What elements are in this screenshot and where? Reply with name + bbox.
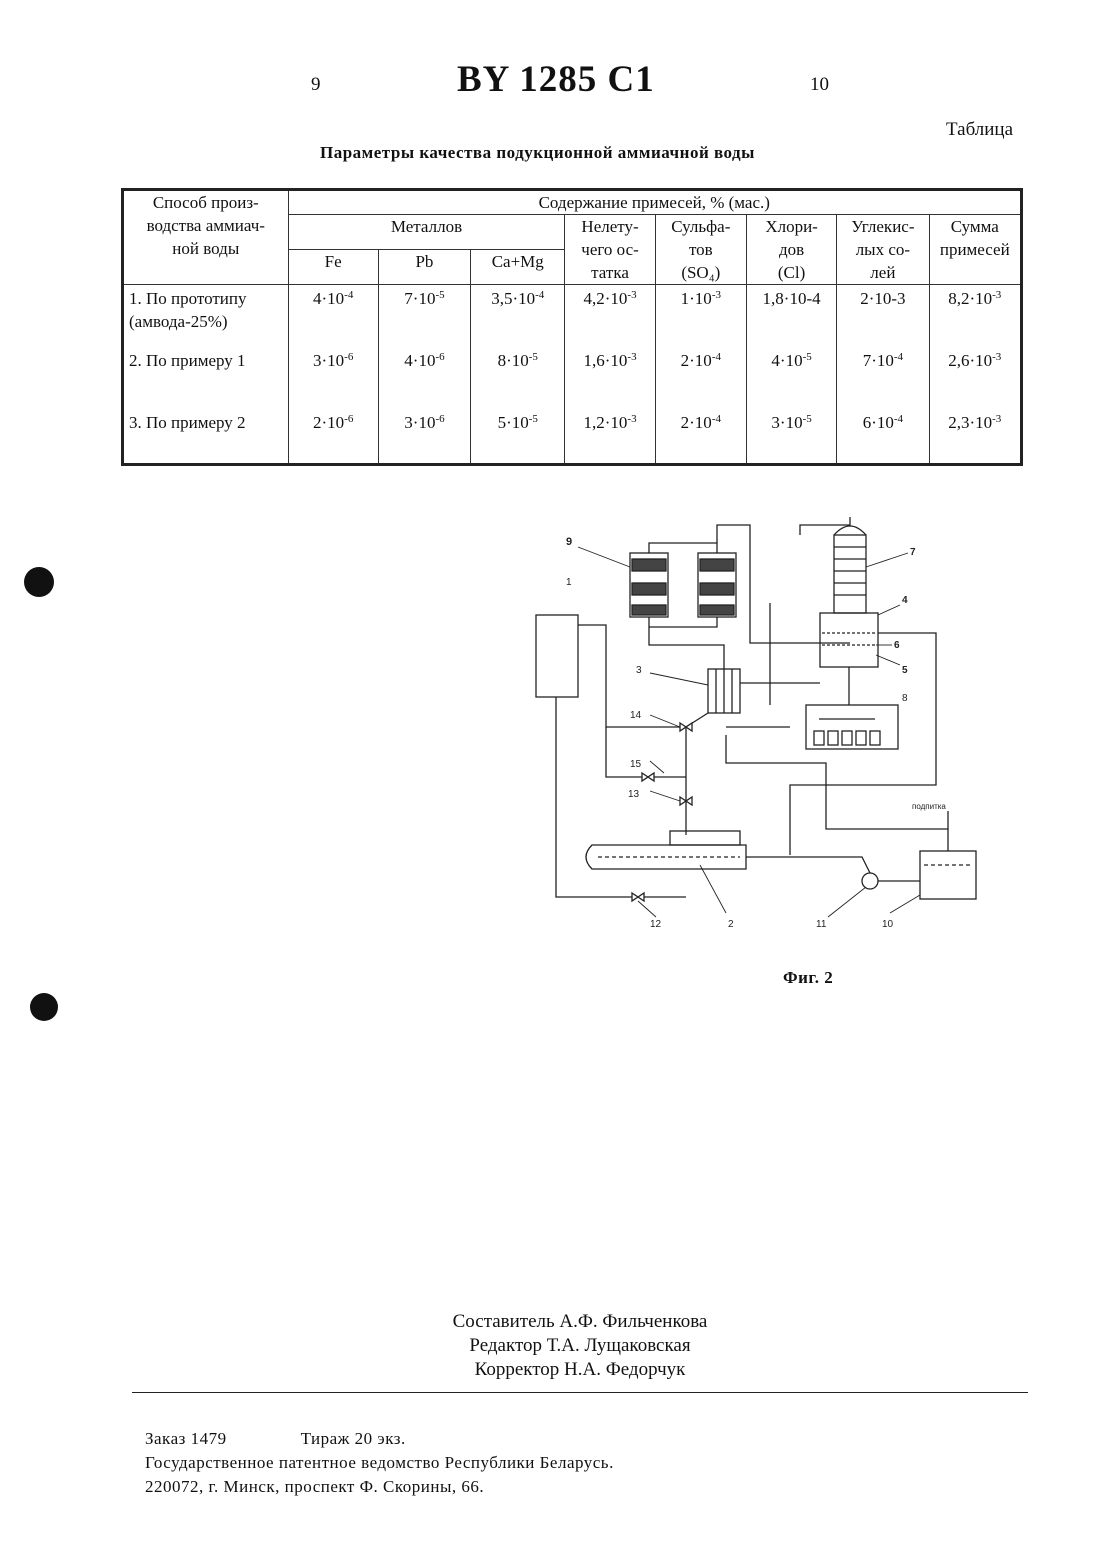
label-5: 5 <box>902 665 908 676</box>
header-chlorides: Хлори-дов(Cl) <box>746 215 836 285</box>
table-row: 1. По прототипу(амвода-25%)4·10-47·10-53… <box>123 285 1022 348</box>
pump <box>862 873 878 889</box>
figure-caption: Фиг. 2 <box>783 968 833 988</box>
valve <box>632 723 692 901</box>
page-number-right: 10 <box>810 74 829 96</box>
cell-carb: 2·10-3 <box>837 285 929 348</box>
rectification-column <box>820 526 878 667</box>
imprint: Заказ 1479 Тираж 20 экз. Государственное … <box>145 1427 614 1499</box>
label-4: 4 <box>902 595 908 606</box>
label-1: 1 <box>566 577 572 588</box>
row-method: 2. По примеру 1 <box>123 347 289 409</box>
adsorber-unit <box>630 543 736 627</box>
label-11: 11 <box>816 919 827 930</box>
label-makeup: подпитка <box>912 802 946 811</box>
evaporator <box>586 831 746 869</box>
table-row: 3. По примеру 22·10-63·10-65·10-51,2·10-… <box>123 409 1022 465</box>
punch-hole <box>24 567 54 597</box>
cell-pb: 4·10-6 <box>378 347 470 409</box>
header-content: Содержание примесей, % (мас.) <box>288 190 1021 215</box>
header-fe: Fe <box>288 250 378 285</box>
impurity-table: Способ произ-водства аммиач-ной воды Сод… <box>121 188 1023 466</box>
cell-camg: 3,5·10-4 <box>471 285 565 348</box>
label-2: 2 <box>728 919 734 930</box>
cell-pb: 7·10-5 <box>378 285 470 348</box>
cell-chlor: 3·10-5 <box>746 409 836 465</box>
cell-nonvol: 1,6·10-3 <box>565 347 655 409</box>
label-7: 7 <box>910 547 916 558</box>
cell-sum: 8,2·10-3 <box>929 285 1021 348</box>
cell-fe: 2·10-6 <box>288 409 378 465</box>
label-8: 8 <box>902 693 908 704</box>
cell-carb: 7·10-4 <box>837 347 929 409</box>
office-address: 220072, г. Минск, проспект Ф. Скорины, 6… <box>145 1475 614 1499</box>
patent-number: BY 1285 C1 <box>457 58 655 101</box>
table-caption: Параметры качества подукционной аммиачно… <box>320 143 755 163</box>
cell-sulf: 2·10-4 <box>655 347 746 409</box>
header-camg: Ca+Mg <box>471 250 565 285</box>
cell-nonvol: 1,2·10-3 <box>565 409 655 465</box>
label-10: 10 <box>882 919 894 930</box>
cell-pb: 3·10-6 <box>378 409 470 465</box>
cell-camg: 5·10-5 <box>471 409 565 465</box>
row-method: 3. По примеру 2 <box>123 409 289 465</box>
label-3: 3 <box>636 665 642 676</box>
credits: Составитель А.Ф. Фильченкова Редактор Т.… <box>330 1310 830 1382</box>
label-6: 6 <box>894 640 900 651</box>
print-run: Тираж 20 экз. <box>301 1429 406 1448</box>
header-method: Способ произ-водства аммиач-ной воды <box>123 190 289 285</box>
cell-chlor: 4·10-5 <box>746 347 836 409</box>
cell-sulf: 1·10-3 <box>655 285 746 348</box>
heat-exchanger <box>708 669 740 713</box>
row-method: 1. По прототипу(амвода-25%) <box>123 285 289 348</box>
order-number: Заказ 1479 <box>145 1429 227 1448</box>
label-13: 13 <box>628 789 640 800</box>
label-15: 15 <box>630 759 642 770</box>
table-row: 2. По примеру 13·10-64·10-68·10-51,6·10-… <box>123 347 1022 409</box>
receiver-block <box>806 705 898 749</box>
editor: Редактор Т.А. Лущаковская <box>330 1334 830 1358</box>
header-metals: Металлов <box>288 215 565 250</box>
header-carbonates: Углекис-лых со-лей <box>837 215 929 285</box>
cell-chlor: 1,8·10-4 <box>746 285 836 348</box>
apparatus-1 <box>536 615 578 697</box>
cell-fe: 3·10-6 <box>288 347 378 409</box>
pipelines <box>556 517 948 897</box>
cell-fe: 4·10-4 <box>288 285 378 348</box>
cell-sulf: 2·10-4 <box>655 409 746 465</box>
header-nonvolatile: Нелету-чего ос-татка <box>565 215 655 285</box>
cell-nonvol: 4,2·10-3 <box>565 285 655 348</box>
cell-sum: 2,6·10-3 <box>929 347 1021 409</box>
compiler: Составитель А.Ф. Фильченкова <box>330 1310 830 1334</box>
divider <box>132 1392 1028 1393</box>
cell-carb: 6·10-4 <box>837 409 929 465</box>
process-schematic: 9 1 7 4 6 5 8 3 14 13 15 12 2 11 10 подп… <box>520 505 1020 935</box>
header-row-1: Способ произ-водства аммиач-ной воды Сод… <box>123 190 1022 215</box>
makeup-tank <box>920 851 976 899</box>
label-14: 14 <box>630 710 642 721</box>
page-number-left: 9 <box>311 74 321 96</box>
header-pb: Pb <box>378 250 470 285</box>
header-sum: Суммапримесей <box>929 215 1021 285</box>
cell-sum: 2,3·10-3 <box>929 409 1021 465</box>
corrector: Корректор Н.А. Федорчук <box>330 1358 830 1382</box>
patent-office: Государственное патентное ведомство Респ… <box>145 1451 614 1475</box>
label-12: 12 <box>650 919 662 930</box>
punch-hole <box>30 993 58 1021</box>
table-label: Таблица <box>946 119 1013 141</box>
cell-camg: 8·10-5 <box>471 347 565 409</box>
header-sulfates: Сульфа-тов(SO₄) <box>655 215 746 285</box>
label-9: 9 <box>566 536 572 548</box>
